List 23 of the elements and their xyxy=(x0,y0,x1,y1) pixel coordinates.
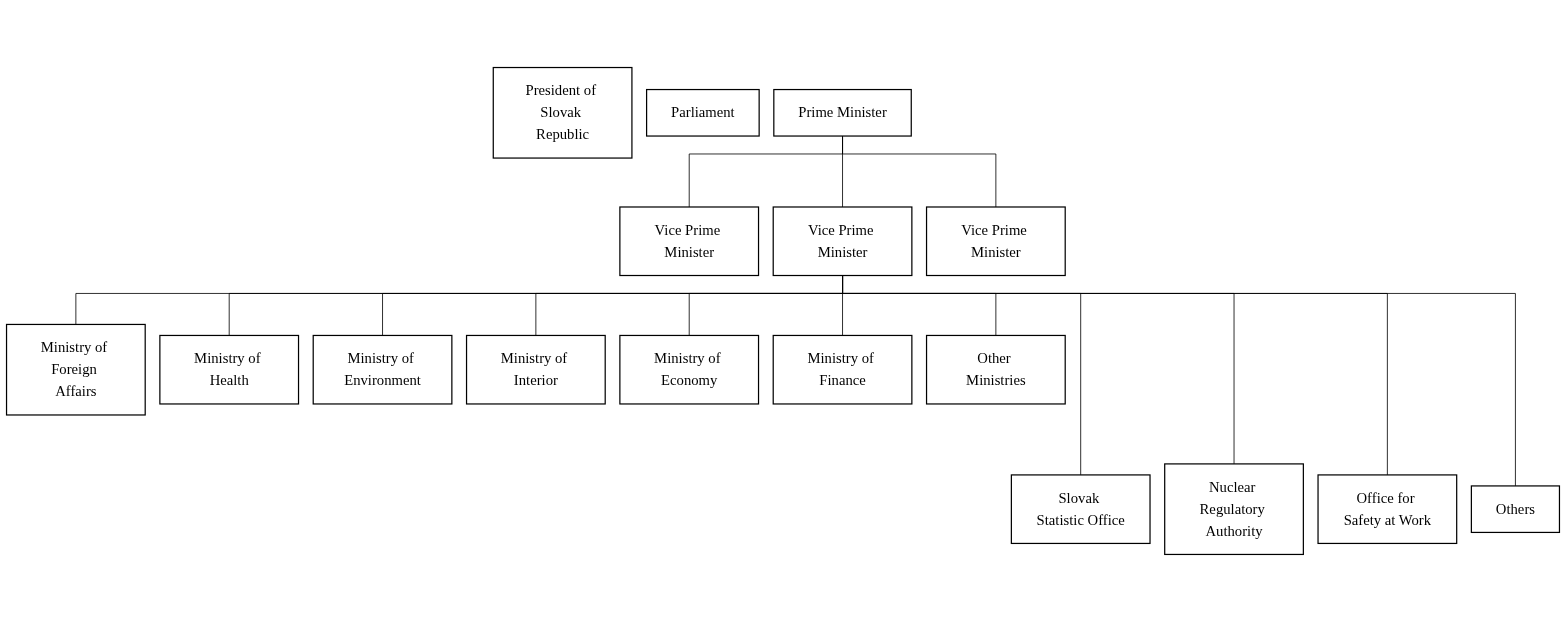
node-box: President of Slovak Republic xyxy=(492,66,633,159)
node-box: Vice Prime Minister xyxy=(925,206,1066,277)
node-box: Other Ministries xyxy=(925,334,1066,405)
connector xyxy=(842,275,997,336)
node-box: Others xyxy=(1470,485,1561,534)
node-box: Prime Minister xyxy=(773,88,912,137)
node-box: Nuclear Regulatory Authority xyxy=(1164,463,1304,556)
node-box: Vice Prime Minister xyxy=(619,206,760,277)
node-box: Vice Prime Minister xyxy=(772,206,913,277)
connector xyxy=(842,275,1235,465)
node-box: Parliament xyxy=(646,88,760,137)
connector xyxy=(842,275,1516,487)
node-box: Ministry of Foreign Affairs xyxy=(5,323,146,416)
connector xyxy=(842,275,1082,476)
node-box: Ministry of Interior xyxy=(465,334,606,405)
connector xyxy=(842,135,997,208)
node-box: Ministry of Environment xyxy=(312,334,453,405)
node-box: Ministry of Economy xyxy=(619,334,760,405)
connector xyxy=(842,275,1388,476)
node-box: Office for Safety at Work xyxy=(1317,474,1458,545)
node-box: Ministry of Health xyxy=(159,334,300,405)
node-box: Ministry of Finance xyxy=(772,334,913,405)
node-box: Slovak Statistic Office xyxy=(1010,474,1151,545)
